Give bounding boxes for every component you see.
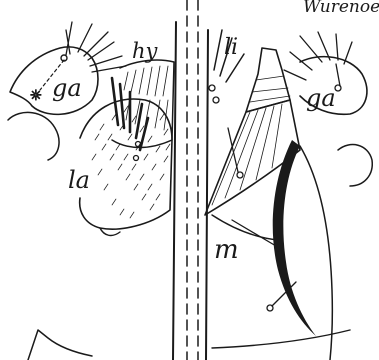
label-la: la (68, 166, 90, 194)
lacinia-socket-1 (209, 85, 215, 91)
labium-outline (80, 99, 172, 229)
star-marker: ✳ (30, 89, 42, 104)
galea-right-spine (336, 64, 340, 86)
corner-text: Wurenoe (303, 0, 379, 17)
labium-socket-2 (134, 156, 139, 161)
bottom-right-curve (212, 330, 350, 348)
fan-socket (237, 172, 243, 178)
slide-edge-right (206, 30, 208, 360)
label-li: li (224, 35, 238, 60)
galea-right-bristles (284, 32, 352, 80)
label-hy: hy (132, 39, 159, 63)
bottom-left-fragment (28, 330, 92, 360)
lacinia-socket-2 (213, 97, 219, 103)
label-m: m (214, 235, 239, 265)
mandible-dark-band (273, 140, 316, 336)
labium-spines (112, 78, 148, 150)
label-ga-left: ga (52, 74, 82, 102)
mandible-socket-2 (267, 305, 273, 311)
mandible-outer-edge (300, 146, 332, 360)
label-ga-right: ga (306, 84, 336, 112)
stipes-fan-rays (212, 104, 282, 205)
galea-right-lower-lobe (338, 145, 372, 186)
lower-left-lobe (8, 112, 59, 160)
